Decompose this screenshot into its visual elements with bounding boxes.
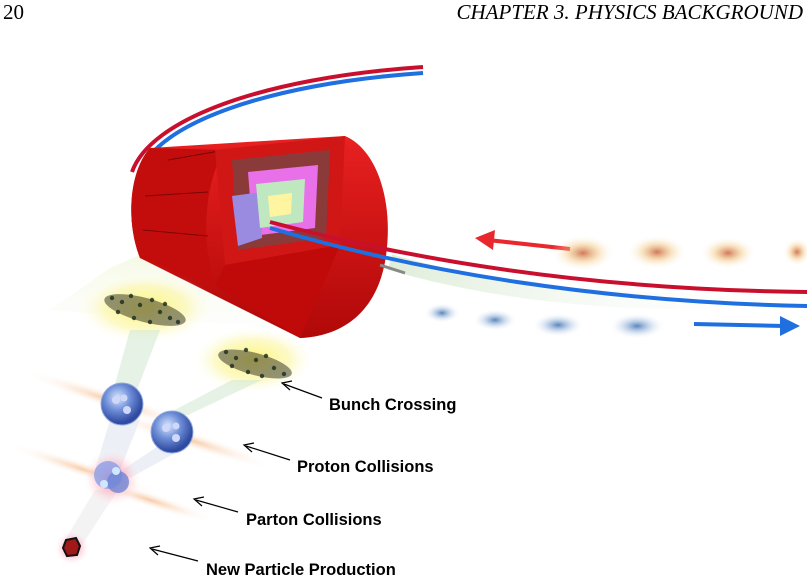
page-number: 20 [3,0,24,24]
label-proton-collisions: Proton Collisions [297,458,434,476]
proton-sphere [150,410,194,454]
layer-core [268,193,292,217]
bunch-blue [473,309,517,331]
pointer-arrow-parton [192,496,239,513]
beam-red-upper [130,65,424,173]
bunch-blue [532,313,584,337]
beam-red-lower [269,220,807,294]
bunch-cluster-upper [75,272,215,344]
beam-pipe-streak [387,254,807,310]
beam-pipe-end [379,263,406,275]
bunch-red [627,235,687,269]
label-new-particle-production: New Particle Production [206,561,396,579]
bunch-red [783,238,807,266]
zoom-beam [165,380,262,415]
bunch-red [700,237,756,269]
bunch-cluster-lower [191,326,315,394]
collision-figure [8,65,807,566]
detector-cylinder [131,136,388,338]
pointer-arrow-bunch [280,380,323,399]
parton-collision [82,448,142,508]
new-particle [54,530,90,566]
bunch-red [551,235,615,271]
zoom-beam [112,330,160,395]
pointer-arrow-proton [242,442,291,461]
label-parton-collisions: Parton Collisions [246,511,382,529]
bunch-blue [424,303,460,323]
running-title: CHAPTER 3. PHYSICS BACKGROUND [456,0,804,24]
arrow-right-blue [693,316,800,336]
pointer-arrow-new-particle [148,545,199,562]
proton-sphere [100,382,144,426]
layer-purple [232,192,262,246]
bunch-blue [609,313,665,339]
beam-blue-lower [269,226,807,308]
label-bunch-crossing: Bunch Crossing [329,396,457,414]
